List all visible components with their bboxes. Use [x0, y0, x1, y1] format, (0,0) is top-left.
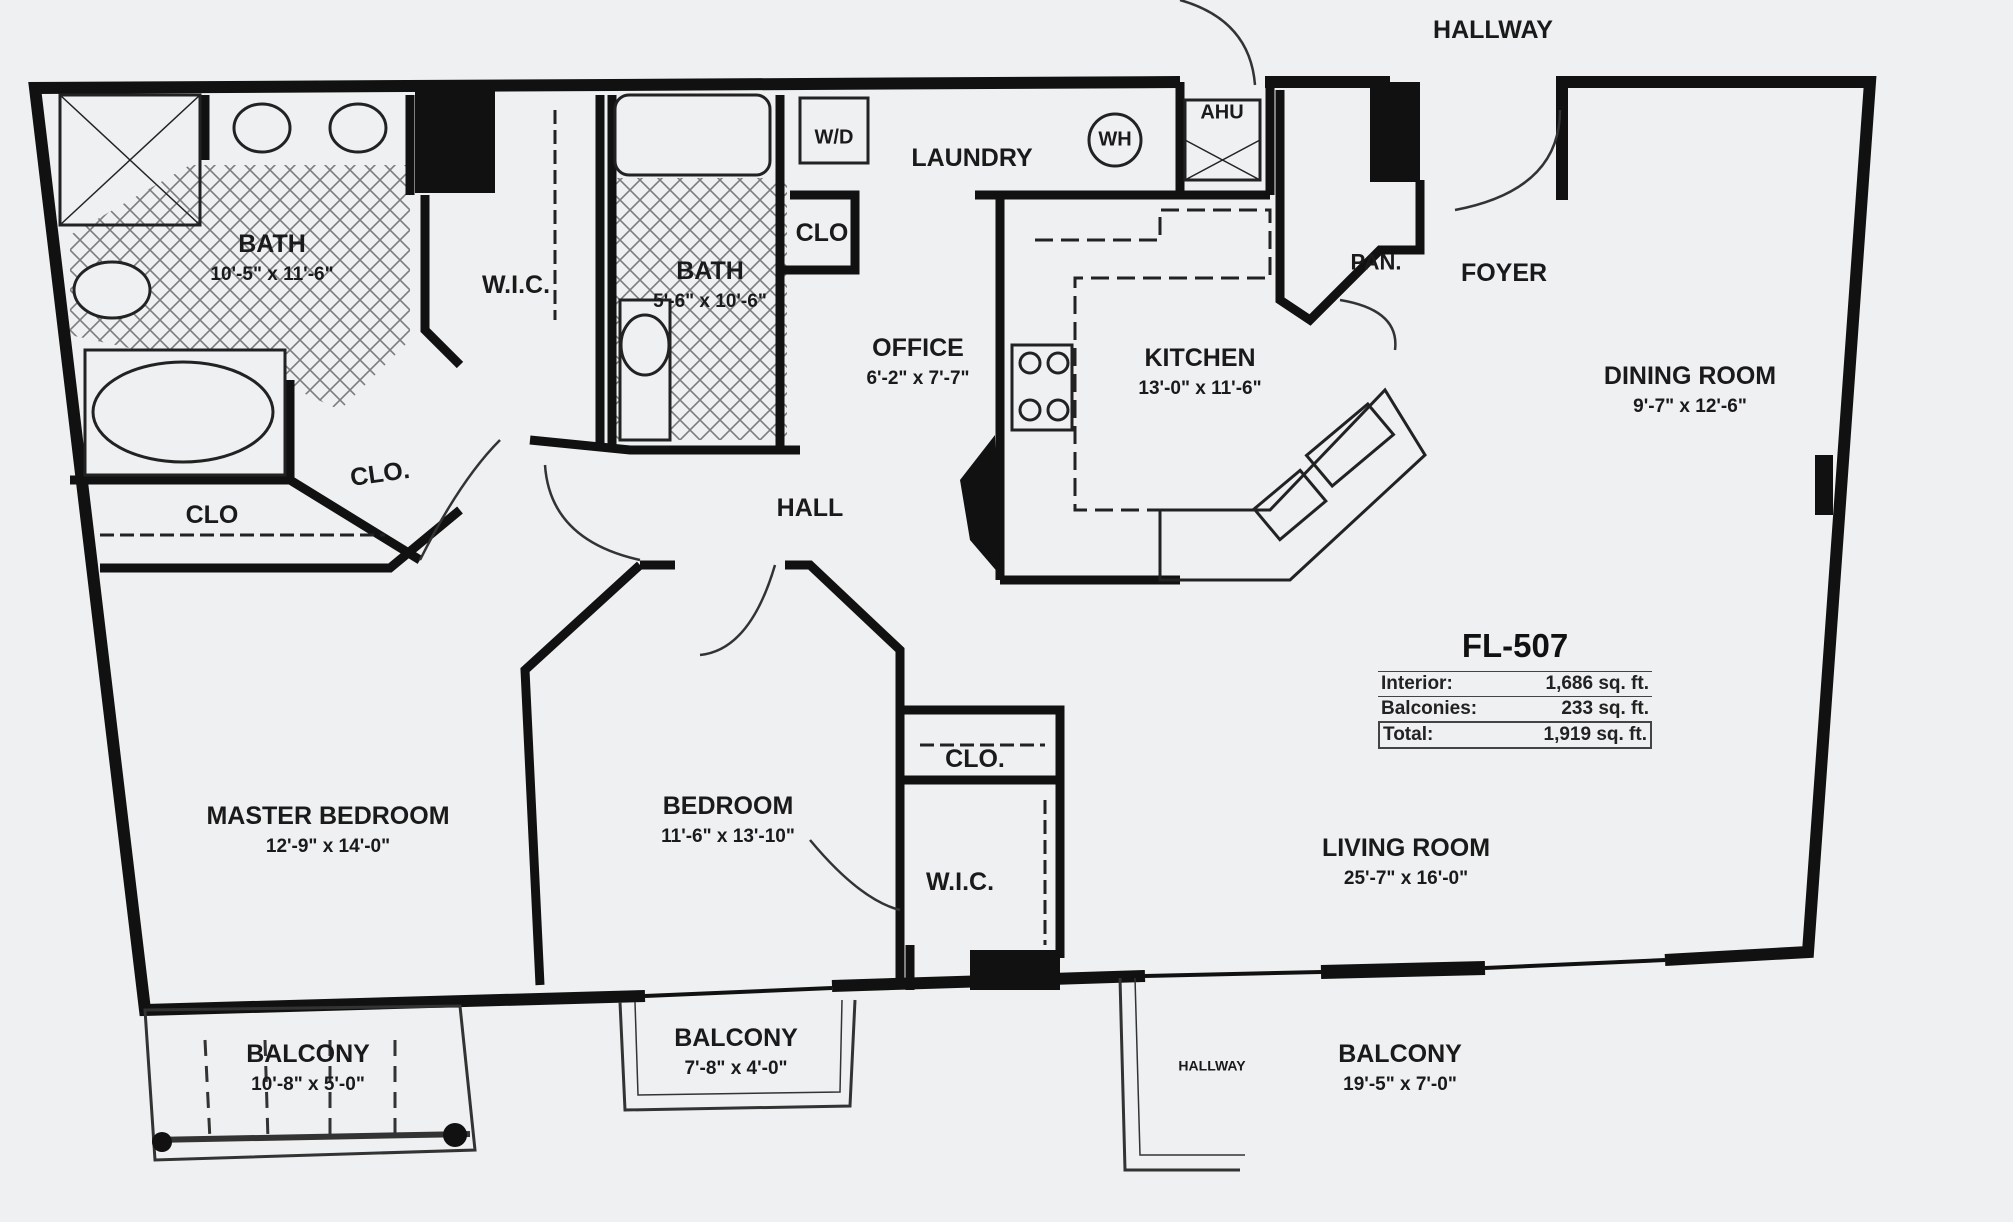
balcony-railing: [143, 1004, 477, 1162]
sink: [232, 102, 292, 154]
balcony-hallway-label: HALLWAY: [1178, 1057, 1246, 1074]
window: [1144, 970, 1322, 978]
area-label: Interior:: [1381, 673, 1453, 694]
foyer-label: FOYER: [1460, 258, 1548, 287]
bath2-closet-label: CLO: [795, 218, 849, 247]
balcony3-dimensions: 19'-5" x 7'-0": [1343, 1074, 1457, 1096]
plan-id: FL-507: [1461, 627, 1569, 664]
ahu-label: AHU: [1200, 101, 1244, 124]
living-room-name: LIVING ROOM: [1321, 833, 1491, 862]
office-dimensions: 6'-2" x 7'-7": [866, 368, 970, 390]
area-summary: FL-507 Interior: 1,686 sq. ft. Balconies…: [1378, 627, 1652, 749]
balcony2-label: BALCONY 7'-8" x 4'-0": [674, 1025, 798, 1079]
cooktop: [1010, 343, 1074, 432]
balcony-post: [152, 1132, 172, 1152]
bath2-name: BATH: [676, 256, 744, 285]
interior-walls: [70, 82, 1425, 990]
master-bedroom-dimensions: 12'-9" x 14'-0": [265, 836, 391, 858]
area-value: 1,686 sq. ft.: [1545, 673, 1650, 694]
bath2-dimensions: 5'-6" x 10'-6": [653, 291, 767, 313]
kitchen-island: [1158, 387, 1427, 582]
balcony3-name: BALCONY: [1338, 1039, 1462, 1068]
balcony2-dimensions: 7'-8" x 4'-0": [684, 1058, 788, 1080]
office-name: OFFICE: [872, 333, 964, 362]
area-value: 1,919 sq. ft.: [1543, 724, 1648, 745]
dining-room-name: DINING ROOM: [1603, 361, 1777, 390]
dining-room-dimensions: 9'-7" x 12'-6": [1633, 396, 1747, 418]
office-label: OFFICE 6'-2" x 7'-7": [866, 335, 969, 389]
area-row-total: Total: 1,919 sq. ft.: [1378, 721, 1652, 749]
kitchen-name: KITCHEN: [1144, 343, 1256, 372]
living-room-label: LIVING ROOM 25'-7" x 16'-0": [1322, 835, 1490, 889]
tub: [613, 93, 772, 177]
fixtures: [58, 93, 1427, 945]
structural-columns: [415, 82, 1833, 990]
washer-dryer: [798, 96, 870, 165]
shower: [58, 93, 202, 227]
bath1-dimensions: 10'-5" x 11'-6": [210, 264, 334, 286]
balcony1-dimensions: 10'-8" x 5'-0": [251, 1074, 365, 1096]
kitchen-dimensions: 13'-0" x 11'-6": [1138, 378, 1262, 400]
wic1-label: W.I.C.: [481, 270, 551, 299]
area-row: Interior: 1,686 sq. ft.: [1378, 671, 1652, 696]
area-label: Balconies:: [1381, 698, 1478, 719]
balcony2-name: BALCONY: [674, 1023, 798, 1052]
bedroom-label: BEDROOM 11'-6" x 13'-10": [661, 793, 795, 847]
bath2-label: BATH 5'-6" x 10'-6": [653, 258, 767, 312]
hall-label: HALL: [776, 493, 844, 522]
balcony-post: [443, 1123, 467, 1147]
water-heater-label: WH: [1098, 128, 1132, 151]
area-row: Balconies: 233 sq. ft.: [1378, 696, 1652, 721]
door-swings: [418, 0, 1562, 912]
wic2-label: W.I.C.: [925, 867, 995, 896]
bedroom-closet-label: CLO.: [945, 744, 1005, 773]
balcony1-label: BALCONY 10'-8" x 5'-0": [246, 1041, 370, 1095]
toilet: [619, 313, 671, 377]
balcony1-name: BALCONY: [246, 1039, 370, 1068]
washer-dryer-label: W/D: [814, 126, 854, 149]
area-label: Total:: [1383, 724, 1434, 745]
kitchen-sink: [1252, 468, 1328, 542]
living-room-dimensions: 25'-7" x 16'-0": [1343, 868, 1469, 890]
bedroom-dimensions: 11'-6" x 13'-10": [661, 826, 795, 848]
hallway-label: HALLWAY: [1433, 15, 1553, 44]
bath1-label: BATH 10'-5" x 11'-6": [210, 231, 333, 285]
balconies: [143, 977, 1245, 1172]
laundry-label: LAUNDRY: [911, 143, 1033, 172]
master-closet-label: CLO: [185, 500, 239, 529]
tub: [91, 360, 275, 464]
master-bedroom-label: MASTER BEDROOM 12'-9" x 14'-0": [206, 803, 449, 857]
toilet: [72, 260, 152, 320]
pantry-label: PAN.: [1350, 249, 1402, 275]
balcony3-label: BALCONY 19'-5" x 7'-0": [1338, 1041, 1462, 1095]
bedroom-name: BEDROOM: [662, 791, 794, 820]
area-value: 233 sq. ft.: [1561, 698, 1649, 719]
bath1-name: BATH: [238, 229, 306, 258]
sink: [328, 102, 388, 154]
dining-room-label: DINING ROOM 9'-7" x 12'-6": [1604, 363, 1776, 417]
kitchen-label: KITCHEN 13'-0" x 11'-6": [1138, 345, 1261, 399]
master-bedroom-name: MASTER BEDROOM: [206, 801, 450, 830]
water-heater: [1087, 112, 1143, 168]
